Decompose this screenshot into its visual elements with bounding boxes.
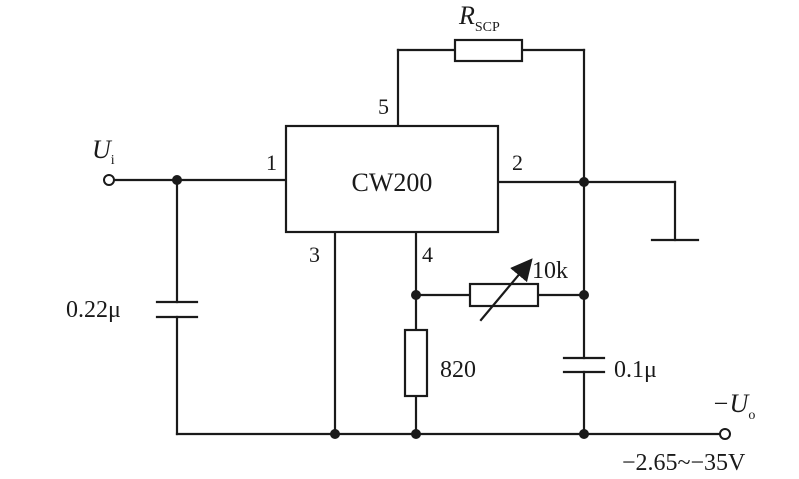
resistor-820 <box>403 328 429 398</box>
capacitor-input-value: 0.22μ <box>66 297 121 323</box>
pin-3-label: 3 <box>309 242 320 267</box>
ic-label: CW200 <box>352 168 433 197</box>
wires <box>111 48 722 436</box>
capacitor-output <box>562 356 606 374</box>
pin-4-label: 4 <box>422 242 433 267</box>
input-label: Ui <box>92 135 115 168</box>
output-range: −2.65~−35V <box>622 450 746 476</box>
resistor-820-value: 820 <box>440 357 476 383</box>
ic-cw200 <box>284 124 500 234</box>
rscp-label: RSCP <box>458 1 500 35</box>
pin-5-label: 5 <box>378 94 389 119</box>
pin-1-label: 1 <box>266 150 277 175</box>
resistor-rscp <box>453 38 524 63</box>
output-terminal <box>719 428 731 440</box>
pin-2-label: 2 <box>512 150 523 175</box>
junction-dots <box>172 175 589 439</box>
potentiometer-10k <box>468 258 540 322</box>
input-terminal <box>103 174 115 186</box>
capacitor-input <box>155 300 199 319</box>
output-label: −Uo <box>712 389 755 423</box>
capacitor-output-value: 0.1μ <box>614 357 657 383</box>
potentiometer-value: 10k <box>532 258 568 284</box>
